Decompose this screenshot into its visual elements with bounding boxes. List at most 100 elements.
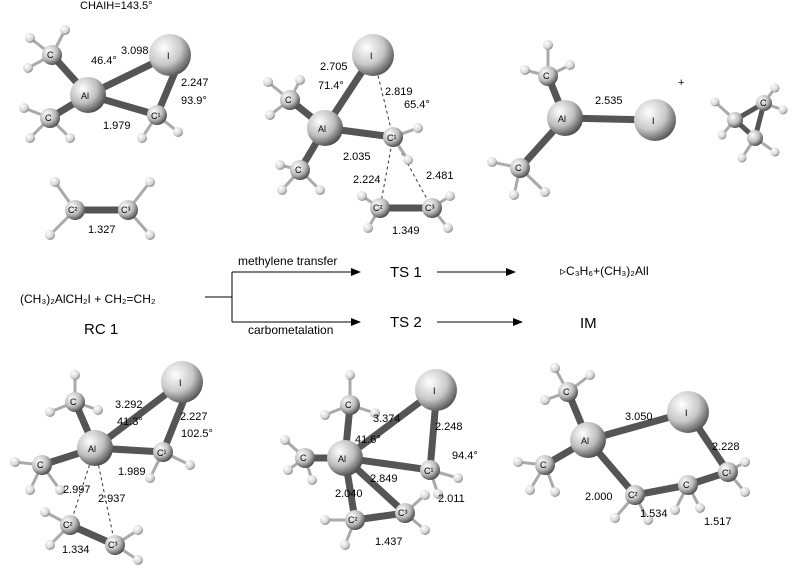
header-label: CHAIH=143.5°	[80, 0, 153, 12]
iodine-atom	[161, 361, 203, 403]
iodine-atom	[415, 369, 457, 411]
aluminum-atom	[547, 100, 583, 136]
aluminum-atom	[307, 110, 343, 146]
iodine-atom	[149, 34, 191, 76]
distance-label: 2.819	[385, 86, 413, 98]
carbon-atom	[510, 158, 530, 178]
c1-label: C¹	[424, 466, 434, 476]
c1-label: C¹	[157, 448, 167, 458]
carbon-atom	[40, 108, 60, 128]
aluminum-label: Al	[88, 444, 96, 454]
distance-label: 2.937	[98, 493, 126, 505]
carbon-atom	[340, 395, 360, 415]
angle-label: 102.5°	[181, 428, 213, 440]
distance-label: 2.705	[320, 61, 348, 73]
c1-label: C¹	[387, 133, 397, 143]
structure-6: I Al C C C² C C¹ 3.050 2.228 2.000 1.534…	[513, 363, 750, 528]
distance-label: 2.535	[595, 95, 623, 107]
carbon-atom	[535, 455, 555, 475]
aluminum-label: Al	[558, 114, 566, 124]
aluminum-atom	[570, 422, 606, 458]
ts2-label: TS 2	[390, 314, 422, 331]
distance-label: 2.228	[712, 441, 740, 453]
distance-label: 2.000	[585, 491, 613, 503]
angle-label: 41.6°	[355, 434, 381, 446]
angle-label: 41.3°	[117, 416, 143, 428]
distance-label: 1.349	[392, 225, 420, 237]
c3-label: C³	[108, 540, 118, 550]
c3-label: C³	[121, 205, 131, 215]
iodine-label: I	[167, 51, 170, 61]
c1-label: C¹	[151, 111, 161, 121]
carbon-c2-atom	[65, 200, 85, 220]
structure-1: I Al C C C¹ C² C³ 46.4° 3.098 2.247 93.9…	[19, 25, 209, 240]
distance-label: 1.989	[118, 466, 146, 478]
path-bottom-label: carbometalation	[248, 323, 333, 337]
iodine-atom	[634, 99, 676, 141]
carbon-c2-atom	[60, 515, 80, 535]
distance-label: 2.040	[335, 488, 363, 500]
distance-label: 2.481	[426, 170, 454, 182]
carbon-c2-atom	[370, 198, 390, 218]
distance-label: 2.248	[435, 421, 463, 433]
carbon-label: C	[295, 165, 302, 175]
reaction-scheme: (CH₃)₂AlCH₂I + CH₂=CH₂ RC 1 methylene tr…	[20, 254, 649, 338]
aluminum-label: Al	[581, 436, 589, 446]
distance-label: 2.011	[438, 493, 465, 505]
distance-label: 2.997	[63, 484, 91, 496]
carbon-c2-atom	[345, 510, 365, 530]
carbon-label: C	[540, 460, 547, 470]
structure-2: I Al C C C¹ C² C³ 2.705 71.4° 2.819 65.4…	[263, 34, 455, 237]
iodine-atom	[667, 391, 709, 433]
carbon-atom	[42, 45, 62, 65]
carbon-atom	[280, 90, 300, 110]
structure-3: I Al C C C 2.535 +	[487, 40, 788, 200]
distance-label: 2.035	[343, 151, 371, 163]
aluminum-atom	[327, 440, 363, 476]
carbon-c1-atom	[153, 442, 173, 462]
aluminum-atom	[70, 77, 106, 113]
distance-label: 1.534	[640, 508, 668, 520]
carbon-label: C	[47, 50, 54, 60]
aluminum-label: Al	[318, 124, 326, 134]
iodine-label: I	[433, 386, 436, 396]
carbon-c2-atom	[625, 485, 645, 505]
carbon-label: C	[760, 98, 767, 108]
ts1-label: TS 1	[390, 264, 422, 281]
angle-label: 46.4°	[91, 55, 117, 67]
distance-label: 2.227	[180, 411, 208, 423]
structure-4: I Al C C C¹ C² C³ 3.292 41.3° 2.227 102.…	[10, 361, 213, 565]
structure-5: I Al C C C¹ C² C³ 3.374 41.6° 2.248 94.4…	[280, 369, 478, 550]
carbon-c1-atom	[147, 105, 167, 125]
plus-sign: +	[678, 77, 684, 89]
c3-label: C³	[425, 203, 435, 213]
distance-label: 1.327	[88, 224, 116, 236]
iodine-label: I	[179, 378, 182, 388]
aluminum-label: Al	[338, 454, 346, 464]
iodine-label: I	[652, 116, 655, 126]
c2-label: C²	[373, 203, 383, 213]
carbon-c1-atom	[420, 460, 440, 480]
carbon-label: C	[515, 163, 522, 173]
distance-label: 2.849	[370, 473, 398, 485]
carbon-label: C	[37, 460, 44, 470]
aluminum-atom	[77, 430, 113, 466]
carbon-label: C	[683, 480, 690, 490]
carbon-label: C	[70, 397, 77, 407]
carbon-c1-atom	[718, 462, 738, 482]
carbon-c1-atom	[383, 127, 403, 147]
carbon-atom	[558, 382, 578, 402]
distance-label: 2.247	[181, 77, 209, 89]
product-top-label: ▹C₃H₆+(CH₃)₂AlI	[560, 264, 649, 278]
carbon-c3-atom	[118, 200, 138, 220]
distance-label: 3.374	[373, 413, 401, 425]
c3-label: C³	[398, 508, 408, 518]
iodine-label: I	[685, 408, 688, 418]
reactants-label: (CH₃)₂AlCH₂I + CH₂=CH₂	[20, 292, 156, 306]
angle-label: 94.4°	[452, 450, 478, 462]
carbon-c3-atom	[395, 503, 415, 523]
path-top-label: methylene transfer	[238, 254, 337, 268]
carbon-label: C	[543, 71, 550, 81]
rc-label: RC 1	[84, 321, 118, 338]
